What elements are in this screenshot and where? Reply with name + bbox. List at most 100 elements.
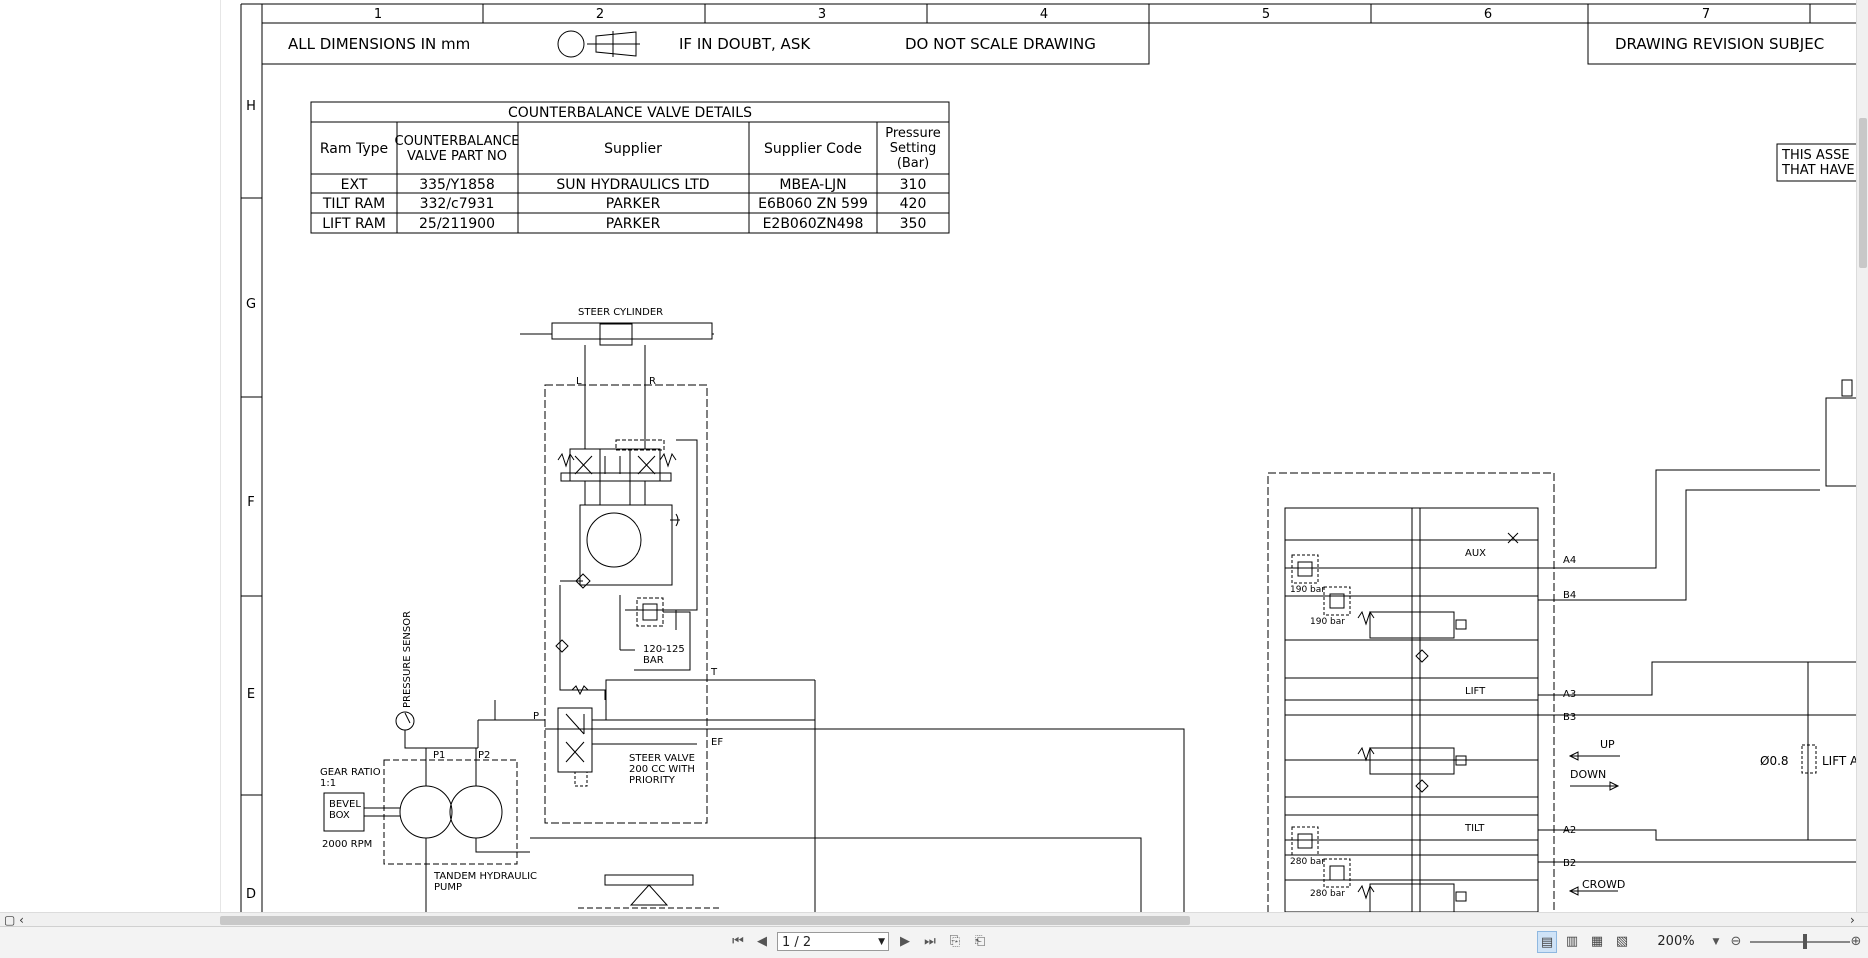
label-lift-a: LIFT A [1822,754,1859,768]
table-cell: TILT RAM [322,196,385,212]
label-steer-cylinder: STEER CYLINDER [578,307,663,318]
label-port-ef: EF [711,737,723,748]
table-cell: EXT [341,177,368,193]
label-port-a4: A4 [1563,555,1576,566]
label-port-p1: P1 [433,750,445,761]
previous-page-icon[interactable]: ◀ [757,934,767,949]
left-panel [0,0,221,912]
note-doubt: IF IN DOUBT, ASK [679,35,811,53]
label-port-a3: A3 [1563,689,1576,700]
status-bar: ⏮ ◀ 1 / 2 ▼ ▶ ⏭ ⎘ ⎗ ▤ ▥ ▦ ▧ 200% ▼ ⊖ ⊕ [0,926,1868,958]
page-number-field[interactable]: 1 / 2 ▼ [777,932,889,951]
label-down: DOWN [1570,768,1606,781]
zoom-out-icon[interactable]: ⊖ [1730,934,1742,949]
row-label: D [246,887,256,902]
label-bevel-box: BEVEL [329,799,361,810]
zone-label: 1 [374,7,382,22]
label-port-a2: A2 [1563,825,1576,836]
label-crowd: CROWD [1582,878,1625,891]
label-up: UP [1600,738,1615,751]
label-steer-valve: STEER VALVE [629,753,695,764]
page-number-value: 1 / 2 [782,935,812,950]
table-cell: LIFT RAM [322,216,386,232]
header-pressure: Setting [890,141,937,156]
row-label: E [247,687,255,702]
table-cell: SUN HYDRAULICS LTD [556,177,709,193]
label-port-r: R [649,376,656,387]
label-relief-setting: 280 bar [1310,889,1345,899]
zoom-slider-thumb[interactable] [1803,934,1807,949]
horizontal-scrollbar[interactable]: ▢ ‹ › [0,912,1868,927]
table-cell: E2B060ZN498 [763,216,864,232]
label-tilt: TILT [1464,823,1485,834]
label-port-b4: B4 [1563,590,1576,601]
note-revision: DRAWING REVISION SUBJEC [1615,35,1824,53]
zoom-level[interactable]: 200% [1657,934,1695,949]
label-relief-setting: 190 bar [1290,585,1325,595]
single-page-view-icon[interactable]: ▤ [1537,931,1557,953]
first-page-icon[interactable]: ⏮ [732,934,744,949]
continuous-view-icon[interactable]: ▥ [1565,934,1579,949]
label-orifice: Ø0.8 [1760,754,1789,768]
row-label: G [246,297,256,312]
header-part-no: VALVE PART NO [407,149,507,164]
note-scale: DO NOT SCALE DRAWING [905,35,1096,53]
last-page-icon[interactable]: ⏭ [924,934,936,949]
label-port-b3: B3 [1563,712,1576,723]
table-cell: 350 [900,216,927,232]
label-port-p2: P2 [478,750,490,761]
label-relief: BAR [643,655,664,666]
scroll-left-arrow-icon[interactable]: ▢ ‹ [4,913,24,927]
label-port-t: T [710,667,718,678]
row-label: F [247,495,254,510]
label-pump: TANDEM HYDRAULIC [433,871,537,882]
label-aux: AUX [1465,548,1486,559]
label-port-p: P [533,711,539,722]
go-back-icon[interactable]: ⎘ [949,934,961,949]
zone-label: 6 [1484,7,1492,22]
table-cell: 25/211900 [419,216,495,232]
header-ram-type: Ram Type [320,141,388,157]
label-port-b2: B2 [1563,858,1576,869]
label-steer-valve: 200 CC WITH [629,764,695,775]
chevron-down-icon[interactable]: ▼ [878,937,885,947]
label-pressure-sensor: PRESSURE SENSOR [402,611,413,708]
zoom-in-icon[interactable]: ⊕ [1850,934,1862,949]
table-cell: 332/c7931 [420,196,495,212]
label-relief-setting: 280 bar [1290,857,1325,867]
continuous-facing-view-icon[interactable]: ▧ [1615,934,1629,949]
label-lift: LIFT [1465,686,1486,697]
label-relief: 120-125 [643,644,685,655]
label-steer-valve: PRIORITY [629,775,676,786]
schematic-drawing: 1 2 3 4 5 6 7 H G F E D ALL DIMENSIONS I… [240,3,1868,912]
zone-label: 5 [1262,7,1270,22]
row-label: H [246,99,256,114]
scroll-right-arrow-icon[interactable]: › [1850,913,1855,927]
facing-view-icon[interactable]: ▦ [1590,934,1604,949]
note-dimensions: ALL DIMENSIONS IN mm [288,35,470,53]
next-page-icon[interactable]: ▶ [900,934,910,949]
label-gear-ratio: GEAR RATIO [320,767,381,778]
vertical-scroll-thumb[interactable] [1859,118,1867,268]
zone-label: 7 [1702,7,1710,22]
label-gear-ratio: 1:1 [320,778,336,789]
table-cell: 310 [900,177,927,193]
label-relief-setting: 190 bar [1310,617,1345,627]
label-rpm: 2000 RPM [322,839,372,850]
table-title: COUNTERBALANCE VALVE DETAILS [508,105,752,121]
go-forward-icon[interactable]: ⎗ [974,934,986,949]
table-cell: 420 [900,196,927,212]
horizontal-scroll-thumb[interactable] [220,916,1190,925]
table-cell: PARKER [606,216,661,232]
vertical-scrollbar[interactable] [1856,0,1868,912]
label-port-l: L [576,376,582,387]
zone-label: 2 [596,7,604,22]
header-part-no: COUNTERBALANCE [395,134,520,149]
zoom-dropdown-icon[interactable]: ▼ [1712,937,1720,947]
header-supplier: Supplier [604,141,662,157]
zone-label: 4 [1040,7,1048,22]
header-pressure: (Bar) [897,156,929,171]
zoom-slider[interactable] [1750,941,1850,943]
note-assembly: THIS ASSE [1781,148,1850,163]
label-pump: PUMP [434,882,462,893]
